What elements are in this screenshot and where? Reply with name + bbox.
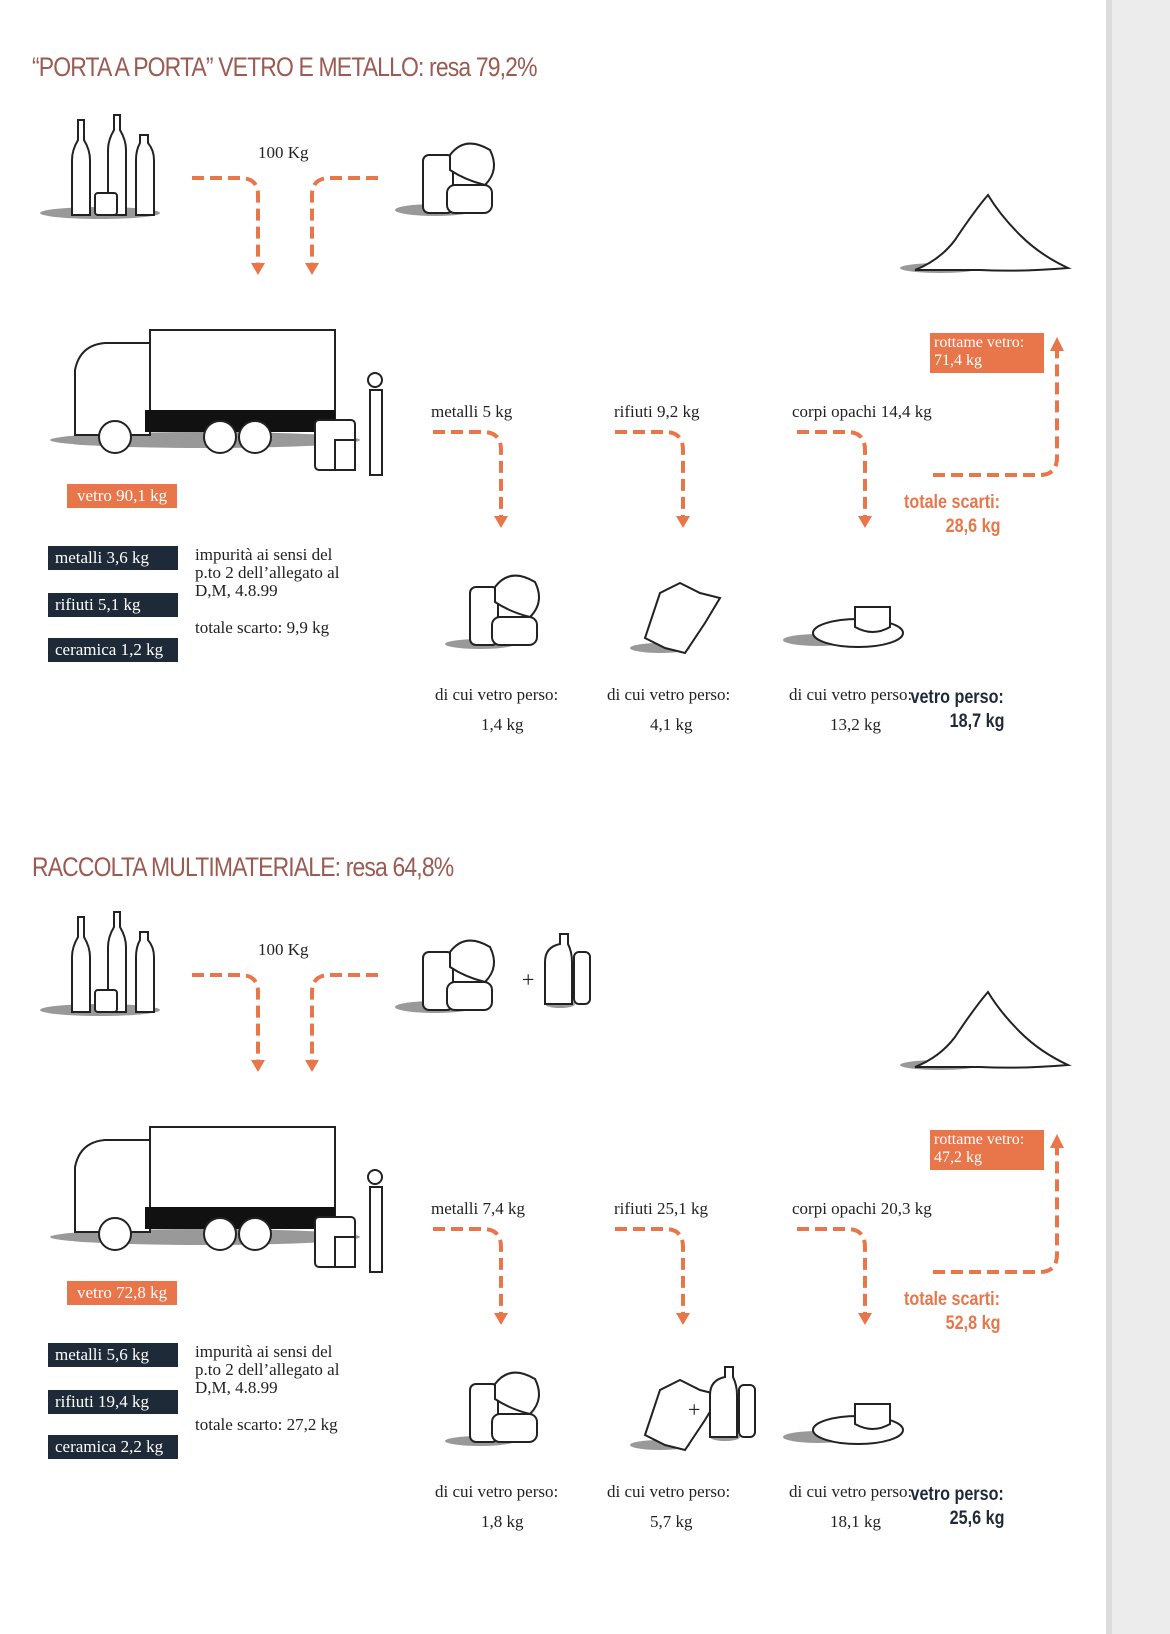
truck-glass-label: vetro 90,1 kg: [67, 484, 178, 508]
stream-metals-lost-label: di cui vetro perso:: [435, 1482, 559, 1501]
stream-metals-label: metalli 7,4 kg: [431, 1199, 525, 1218]
impurity-ceramics: ceramica 1,2 kg: [48, 638, 178, 662]
waste-icon: [630, 581, 722, 655]
impurity-waste: rifiuti 5,1 kg: [48, 593, 178, 617]
cullet-label: rottame vetro: 71,4 kg: [930, 333, 1044, 373]
garbage-truck-icon: [50, 1126, 383, 1273]
input-weight: 100 Kg: [258, 940, 309, 959]
cans-icon: [395, 142, 495, 216]
cullet-pile-icon: [900, 990, 1072, 1070]
stream-metals-lost-label: di cui vetro perso:: [435, 685, 559, 704]
section-title: RACCOLTA MULTIMATERIALE: resa 64,8%: [32, 852, 454, 882]
stream-waste-lost: 5,7 kg: [650, 1512, 693, 1531]
plus-sign: +: [522, 967, 535, 992]
stream-waste-label: rifiuti 9,2 kg: [614, 402, 700, 421]
scrollbar[interactable]: [1106, 0, 1170, 1634]
total-waste-value: 52,8 kg: [945, 1313, 1000, 1334]
total-waste-value: 28,6 kg: [945, 516, 1000, 537]
input-weight: 100 Kg: [258, 143, 309, 162]
ceramic-cup-icon: [783, 1403, 904, 1445]
plastic-bottle-icon: [709, 1366, 756, 1441]
plus-sign: +: [688, 1397, 701, 1422]
total-waste-label: totale scarti:: [903, 492, 1000, 513]
garbage-truck-icon: [50, 329, 383, 476]
truck-glass-label: vetro 72,8 kg: [67, 1281, 178, 1305]
impurity-total: totale scarto: 27,2 kg: [195, 1415, 338, 1434]
glass-lost-label: vetro perso:: [910, 1484, 1004, 1505]
stream-metals-lost: 1,8 kg: [481, 1512, 524, 1531]
impurity-ceramics: ceramica 2,2 kg: [48, 1435, 178, 1459]
input-arrows: [192, 973, 378, 1072]
ceramic-cup-icon: [783, 606, 904, 648]
stream-opaque-lost: 18,1 kg: [830, 1512, 881, 1531]
stream-opaque-label: corpi opachi 14,4 kg: [792, 402, 932, 421]
door-to-door-section: “PORTA A PORTA” VETRO E METALLO: resa 79…: [0, 0, 1110, 797]
stream-opaque-lost-label: di cui vetro perso:: [789, 685, 913, 704]
cullet-pile-icon: [900, 193, 1072, 273]
stream-waste-lost-label: di cui vetro perso:: [607, 1482, 731, 1501]
multimaterial-section: RACCOLTA MULTIMATERIALE: resa 64,8% 100 …: [0, 797, 1110, 1594]
glass-lost-value: 25,6 kg: [949, 1508, 1004, 1529]
impurity-total: totale scarto: 9,9 kg: [195, 618, 330, 637]
stream-opaque-lost: 13,2 kg: [830, 715, 881, 734]
input-arrows: [192, 176, 378, 275]
glass-lost-value: 18,7 kg: [949, 711, 1004, 732]
total-waste-label: totale scarti:: [903, 1289, 1000, 1310]
bottles-icon: [40, 114, 160, 219]
stream-arrows: [433, 430, 872, 528]
glass-lost-label: vetro perso:: [910, 687, 1004, 708]
cullet-arrow: [933, 337, 1064, 477]
bottles-icon: [40, 911, 160, 1016]
metals-cans-icon: [445, 1371, 540, 1446]
stream-opaque-label: corpi opachi 20,3 kg: [792, 1199, 932, 1218]
stream-waste-lost: 4,1 kg: [650, 715, 693, 734]
stream-opaque-lost-label: di cui vetro perso:: [789, 1482, 913, 1501]
metals-cans-icon: [445, 574, 540, 649]
stream-waste-label: rifiuti 25,1 kg: [614, 1199, 708, 1218]
cans-icon: [395, 939, 495, 1013]
cullet-arrow: [933, 1134, 1064, 1274]
cullet-label: rottame vetro: 47,2 kg: [930, 1130, 1044, 1170]
stream-metals-lost: 1,4 kg: [481, 715, 524, 734]
impurity-note: impurità ai sensi del p.to 2 dell’allega…: [195, 1342, 340, 1397]
stream-metals-label: metalli 5 kg: [431, 402, 513, 421]
impurity-metals: metalli 5,6 kg: [48, 1343, 178, 1367]
impurity-waste: rifiuti 19,4 kg: [48, 1390, 178, 1414]
impurity-metals: metalli 3,6 kg: [48, 546, 178, 570]
stream-waste-lost-label: di cui vetro perso:: [607, 685, 731, 704]
plastic-bottle-icon: [544, 933, 591, 1008]
stream-arrows: [433, 1227, 872, 1325]
impurity-note: impurità ai sensi del p.to 2 dell’allega…: [195, 545, 340, 600]
section-title: “PORTA A PORTA” VETRO E METALLO: resa 79…: [32, 52, 537, 82]
